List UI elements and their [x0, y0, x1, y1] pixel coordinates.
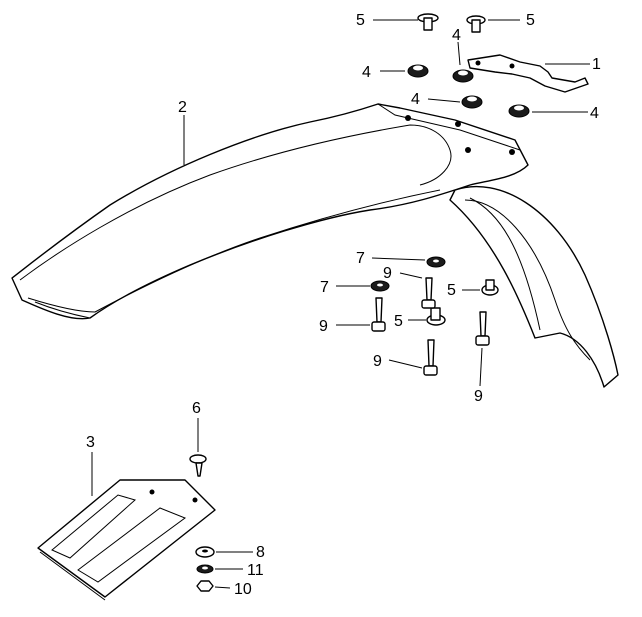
callout-11: 11 — [247, 562, 264, 579]
callout-4d: 4 — [590, 105, 599, 122]
grommet-4d — [508, 104, 530, 118]
bolt-5c — [481, 279, 499, 296]
grommet-4c — [461, 95, 483, 109]
callout-9a: 9 — [383, 265, 392, 282]
bolt-5b — [466, 15, 486, 33]
screw-6 — [189, 454, 207, 477]
callout-8: 8 — [256, 544, 265, 561]
callout-2: 2 — [178, 99, 187, 116]
bracket-part — [467, 54, 589, 93]
mudflap-part — [37, 479, 216, 601]
screw-9b — [371, 297, 386, 332]
leader-lines — [91, 19, 590, 589]
callout-5b: 5 — [526, 12, 535, 29]
callout-7b: 7 — [320, 279, 329, 296]
callout-9d: 9 — [474, 388, 483, 405]
callout-4a: 4 — [362, 64, 371, 81]
screw-9c — [423, 339, 438, 376]
callout-10: 10 — [234, 581, 252, 598]
callout-5c: 5 — [447, 282, 456, 299]
washer-11 — [196, 564, 214, 574]
washer-8 — [195, 546, 215, 558]
callout-5a: 5 — [356, 12, 365, 29]
callout-4c: 4 — [411, 91, 420, 108]
grommet-4b — [452, 69, 474, 83]
callout-9c: 9 — [373, 353, 382, 370]
washer-7a — [426, 256, 446, 268]
callout-4b: 4 — [452, 27, 461, 44]
washer-7b — [370, 280, 390, 292]
bolt-5d — [426, 307, 446, 326]
callout-5d: 5 — [394, 313, 403, 330]
callout-9b: 9 — [319, 318, 328, 335]
screw-9d — [475, 311, 490, 346]
callout-3: 3 — [86, 434, 95, 451]
callout-7a: 7 — [356, 250, 365, 267]
nut-10 — [196, 580, 214, 592]
bolt-5a — [417, 13, 439, 31]
grommet-4a — [407, 64, 429, 78]
callout-1: 1 — [592, 56, 601, 73]
screw-9a — [421, 277, 436, 309]
fender-part — [11, 103, 619, 388]
callout-6: 6 — [192, 400, 201, 417]
